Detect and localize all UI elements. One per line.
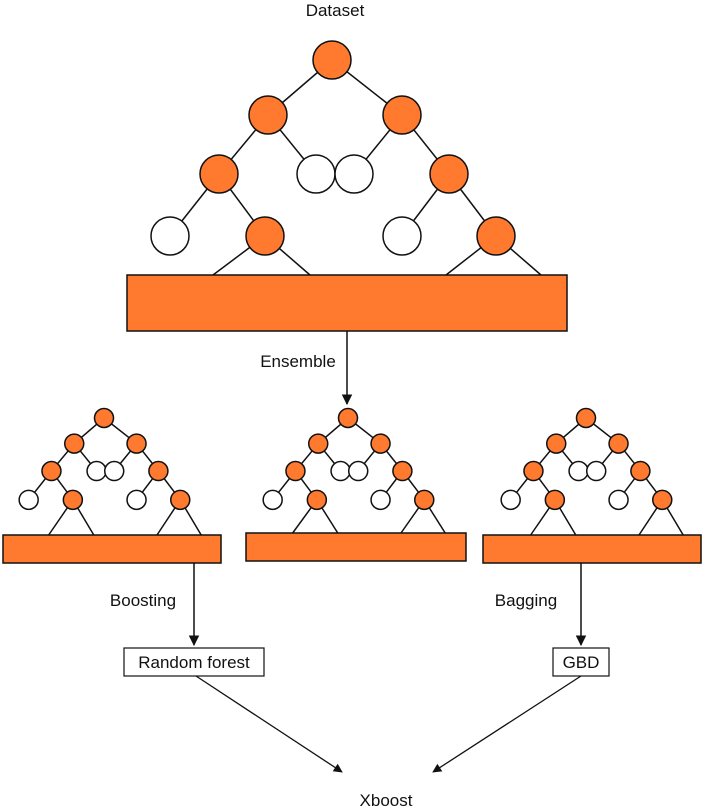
small-tree-middle-node-hollow	[262, 489, 283, 511]
dataset-tree-node-hollow	[150, 216, 190, 256]
small-tree-left-node-hollow	[18, 489, 39, 511]
small-tree-right-node-hollow	[585, 460, 607, 482]
dataset-tree-node-filled	[248, 95, 288, 135]
small-tree-middle-node-filled	[370, 433, 391, 454]
small-tree-left-node-hollow	[103, 460, 125, 482]
small-tree-right-node-filled	[630, 460, 651, 482]
dataset-tree-node-filled	[429, 154, 469, 194]
xboost-label: Xboost	[360, 791, 413, 810]
small-tree-right-node-filled	[608, 433, 629, 454]
small-tree-right	[500, 407, 684, 536]
small-tree-right-node-hollow	[568, 460, 589, 482]
small-tree-middle-node-filled	[337, 407, 359, 429]
small-tree-middle-node-hollow	[347, 460, 369, 482]
small-tree-right-node-hollow	[608, 489, 629, 511]
dataset-tree	[150, 40, 542, 276]
dataset-tree-node-filled	[476, 216, 516, 256]
dataset-tree-node-filled	[199, 154, 239, 194]
random-forest-to-xboost-arrow	[195, 675, 343, 773]
small-tree-middle-node-filled	[306, 489, 328, 511]
small-tree-right-node-filled	[652, 489, 673, 511]
small-tree-left-node-filled	[41, 460, 62, 482]
dataset-tree-node-filled	[245, 216, 285, 256]
gbd-to-xboost-arrow	[432, 675, 582, 773]
small-tree-middle-node-hollow	[330, 460, 351, 482]
small-tree-middle-node-filled	[392, 460, 413, 482]
small-tree-left-node-filled	[62, 489, 84, 511]
small-tree-right-node-filled	[544, 489, 566, 511]
dataset-tree-node-filled	[382, 95, 422, 135]
small-tree-left-node-filled	[63, 433, 85, 454]
dataset-bar	[126, 274, 568, 332]
dataset-tree-node-hollow	[334, 154, 374, 194]
gbd-box	[552, 647, 610, 677]
small-tree-middle-node-filled	[307, 433, 329, 454]
small-tree-left-node-hollow	[86, 460, 107, 482]
small-bar-left	[2, 534, 222, 564]
small-tree-left-node-filled	[148, 460, 169, 482]
small-tree-right-node-filled	[575, 407, 597, 429]
small-tree-left	[18, 407, 202, 536]
small-tree-right-node-filled	[545, 433, 567, 454]
gbd-label: GBD	[563, 653, 600, 672]
small-tree-middle	[262, 407, 446, 534]
random-forest-label: Random forest	[138, 653, 250, 672]
small-tree-left-node-hollow	[126, 489, 147, 511]
dataset-label: Dataset	[306, 1, 365, 20]
small-tree-middle-node-filled	[414, 489, 435, 511]
dataset-tree-node-hollow	[296, 154, 336, 194]
small-tree-left-node-filled	[170, 489, 191, 511]
random-forest-box	[123, 647, 265, 677]
boosting-label: Boosting	[110, 591, 176, 610]
small-tree-left-node-filled	[93, 407, 115, 429]
small-tree-left-node-filled	[126, 433, 147, 454]
bagging-label: Bagging	[495, 591, 557, 610]
small-tree-middle-node-hollow	[370, 489, 391, 511]
ensemble-label: Ensemble	[260, 352, 336, 371]
dataset-tree-node-hollow	[382, 216, 422, 256]
small-tree-right-node-filled	[523, 460, 544, 482]
dataset-tree-node-filled	[312, 40, 352, 80]
small-bar-right	[482, 534, 702, 564]
small-tree-right-node-hollow	[500, 489, 521, 511]
small-tree-middle-node-filled	[285, 460, 306, 482]
small-bar-middle	[245, 532, 467, 562]
